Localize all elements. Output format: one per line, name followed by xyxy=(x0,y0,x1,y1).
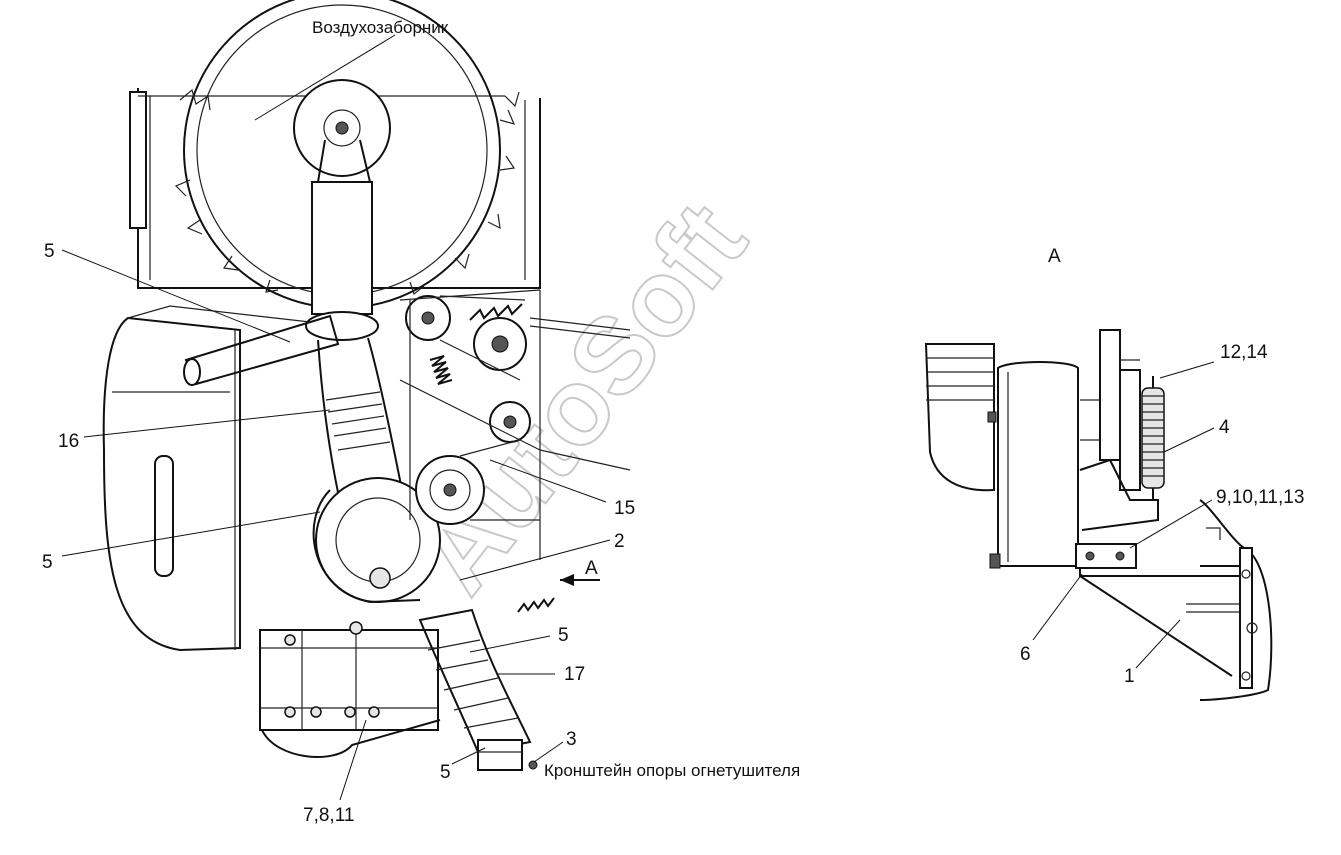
label-5-right: 5 xyxy=(558,625,569,646)
label-15: 15 xyxy=(614,498,635,519)
view-a-frame xyxy=(1199,499,1273,701)
label-7-8-11: 7,8,11 xyxy=(303,805,354,826)
label-3: 3 xyxy=(566,729,577,750)
label-16: 16 xyxy=(58,431,79,452)
left-panel xyxy=(102,305,311,652)
label-arrow-a: А xyxy=(585,558,598,579)
label-1: 1 xyxy=(1124,666,1135,687)
belt-drive xyxy=(399,289,631,560)
view-a-arrow xyxy=(560,574,600,586)
label-5-upper: 5 xyxy=(44,241,55,262)
intake-duct xyxy=(305,181,406,522)
main-view: Воздухозаборник 5 16 5 15 2 А 5 17 3 5 К… xyxy=(42,0,800,826)
view-a-housing xyxy=(987,361,1079,569)
small-spring xyxy=(517,597,555,613)
leader-lines xyxy=(61,34,611,801)
blower-scroll xyxy=(312,477,441,604)
label-9-10-11-13: 9,10,11,13 xyxy=(1216,487,1304,508)
label-extinguisher-bracket: Кронштейн опоры огнетушителя xyxy=(544,761,800,780)
label-4: 4 xyxy=(1219,417,1230,438)
label-air-intake: Воздухозаборник xyxy=(312,18,449,37)
view-a-pulley xyxy=(1079,329,1159,531)
extinguisher-cylinder xyxy=(183,314,340,386)
view-a-duct xyxy=(924,343,995,492)
watermark: AutoSoft xyxy=(392,179,770,615)
label-5-bottom: 5 xyxy=(440,762,451,783)
lower-frame xyxy=(259,621,441,758)
label-17: 17 xyxy=(564,664,585,685)
label-2: 2 xyxy=(614,531,625,552)
view-a-bracket xyxy=(1075,543,1250,677)
label-view-a-title: А xyxy=(1048,246,1061,267)
watermark-text: AutoSoft xyxy=(393,180,769,614)
view-a: А xyxy=(924,246,1304,701)
label-5-left: 5 xyxy=(42,552,53,573)
view-a-spring xyxy=(1141,376,1165,500)
air-intake-housing xyxy=(129,0,541,309)
label-12-14: 12,14 xyxy=(1220,342,1268,363)
view-a-leaders xyxy=(1032,361,1215,669)
flexible-hose xyxy=(418,608,538,771)
label-6: 6 xyxy=(1020,644,1031,665)
